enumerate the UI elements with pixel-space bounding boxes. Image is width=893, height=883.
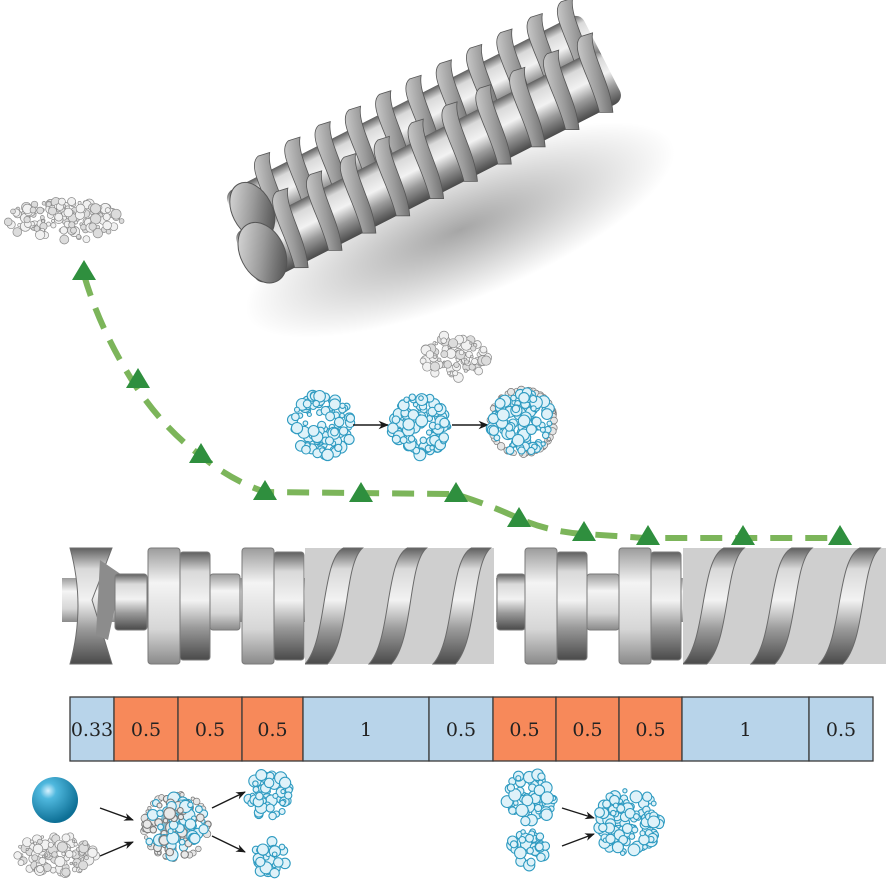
powder-cloud-icon: [13, 832, 101, 878]
coalescence-sequence: [500, 768, 665, 872]
powder-cloud-icon: [3, 197, 125, 245]
screw-element-cell: 0.33: [69, 696, 115, 762]
flow-path: [72, 260, 852, 545]
granule-icon: [386, 393, 452, 462]
granule-icon: [593, 788, 665, 857]
screw-element-label: 0.5: [446, 719, 476, 741]
screw-element-cell: 0.5: [808, 696, 874, 762]
flow-marker-icon: [349, 482, 373, 502]
granule-icon: [243, 769, 294, 821]
flow-marker-icon: [189, 443, 213, 463]
granule-growth-sequence: [286, 330, 558, 462]
flow-marker-icon: [253, 480, 277, 500]
flow-marker-icon: [507, 507, 531, 527]
granule-icon: [140, 791, 212, 862]
screw-element-label: 0.5: [195, 719, 225, 741]
twin-screw-3d-icon: [226, 0, 675, 338]
screw-element-label: 0.5: [131, 719, 161, 741]
screw-element-label: 1: [739, 719, 751, 741]
screw-element-label: 0.5: [257, 719, 287, 741]
screw-element-label: 0.5: [572, 719, 602, 741]
flow-marker-icon: [72, 260, 96, 280]
granule-icon: [286, 389, 356, 462]
flow-marker-icon: [444, 482, 468, 502]
screw-element-cell: 0.5: [618, 696, 683, 762]
screw-element-cell: 0.5: [555, 696, 620, 762]
screw-configuration-strip: 0.33 0.5 0.5 0.5 1 0.5 0.5 0.5 0.5 1 0.5: [69, 696, 874, 762]
arrow-icon: [561, 807, 595, 820]
liquid-droplet-icon: [32, 777, 78, 823]
screw-element-cell: 0.5: [241, 696, 304, 762]
arrow-icon: [561, 833, 595, 847]
screw-element-cell: 1: [302, 696, 430, 762]
screw-element-label: 0.5: [509, 719, 539, 741]
arrow-icon: [211, 791, 246, 809]
flow-marker-icon: [636, 525, 660, 545]
screw-profile-icon: [62, 545, 886, 668]
arrow-icon: [99, 841, 134, 857]
flow-marker-icon: [828, 525, 852, 545]
screw-element-label: 0.5: [635, 719, 665, 741]
screw-element-cell: 0.5: [113, 696, 179, 762]
powder-cloud-icon: [419, 330, 492, 383]
screw-element-label: 1: [360, 719, 372, 741]
granule-icon: [251, 836, 291, 879]
screw-element-cell: 0.5: [492, 696, 557, 762]
wetting-nucleation-sequence: [13, 769, 294, 879]
granule-icon: [506, 828, 551, 872]
screw-element-label: 0.5: [826, 719, 856, 741]
screw-element-cell: 1: [681, 696, 810, 762]
granule-icon: [500, 768, 558, 827]
granule-icon: [485, 385, 558, 458]
flow-marker-icon: [126, 368, 150, 388]
screw-element-label: 0.33: [71, 719, 113, 741]
arrow-icon: [211, 835, 246, 853]
flow-marker-icon: [572, 521, 596, 541]
screw-element-cell: 0.5: [428, 696, 494, 762]
screw-element-cell: 0.5: [177, 696, 243, 762]
flow-marker-icon: [731, 525, 755, 545]
arrow-icon: [99, 807, 134, 821]
